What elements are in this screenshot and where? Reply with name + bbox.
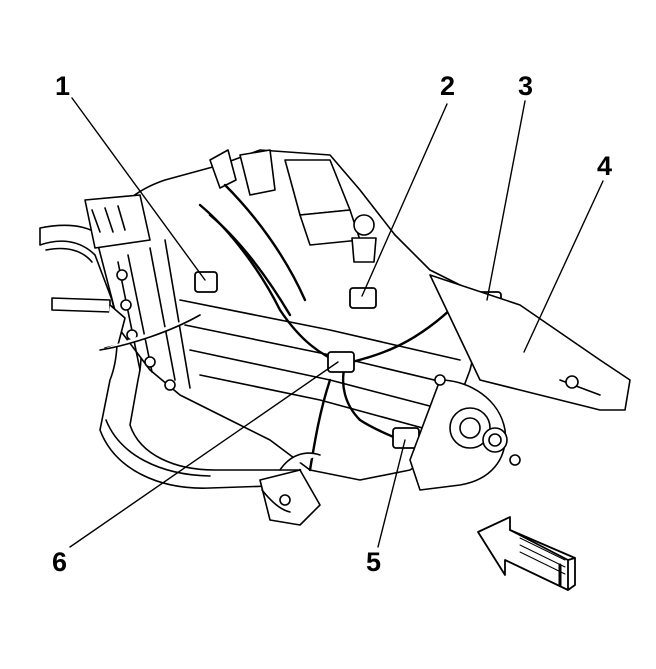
- shift-rod: [51, 297, 201, 351]
- callout-4: 4: [597, 151, 613, 181]
- top-mounting-details: [84, 149, 377, 263]
- callout-2: 2: [440, 71, 456, 101]
- connector-6: [327, 351, 355, 373]
- lower-bracket: [259, 452, 321, 526]
- connector-2: [349, 287, 377, 309]
- leader-line-5: [377, 439, 406, 548]
- leader-line-4: [523, 180, 604, 353]
- callout-3: 3: [518, 71, 534, 101]
- leader-lines: [69, 97, 604, 548]
- callout-5: 5: [366, 547, 382, 577]
- leader-line-3: [486, 100, 526, 301]
- extension-housing: [409, 274, 631, 491]
- leader-line-2: [361, 103, 448, 297]
- callout-1: 1: [55, 71, 71, 101]
- leader-line-1: [71, 97, 206, 281]
- leader-line-6: [69, 361, 339, 548]
- view-direction-arrow-icon: [477, 516, 576, 591]
- connector-1: [194, 271, 218, 293]
- callout-6: 6: [52, 547, 68, 577]
